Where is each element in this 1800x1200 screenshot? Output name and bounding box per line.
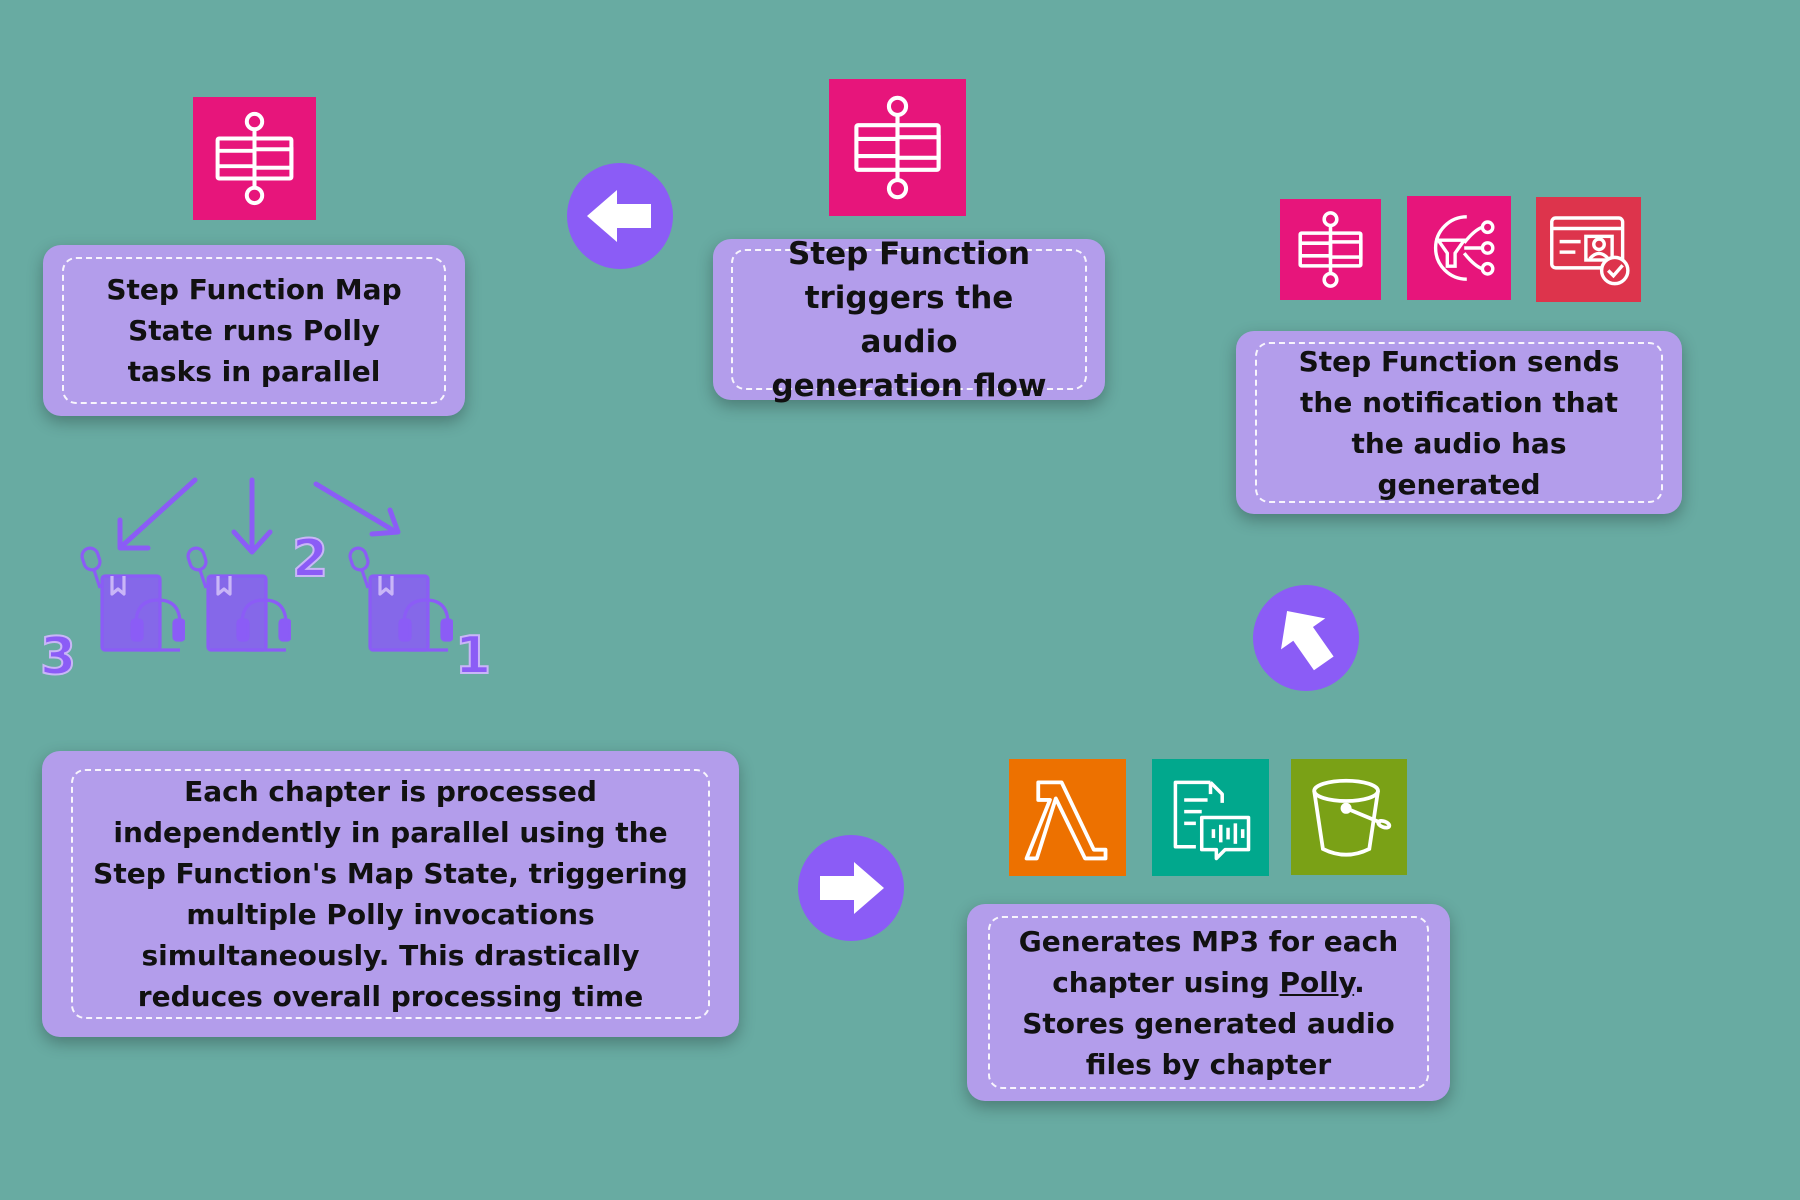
step-functions-icon [193,97,316,220]
generates-box: Generates MP3 for each chapter using Pol… [967,904,1450,1101]
audiobook-icon [186,546,291,652]
number-two: 2 [291,529,329,589]
generates-inner: Generates MP3 for each chapter using Pol… [988,916,1429,1089]
arrow-left-icon [567,163,673,269]
number-one: 1 [454,626,492,686]
map-state-text: Step Function Map State runs Polly tasks… [106,273,402,388]
generates-text: Generates MP3 for each chapter using Pol… [999,921,1419,1085]
number-three: 3 [39,627,77,687]
arrow-up-icon [1253,585,1359,691]
polly-icon [1152,759,1269,876]
polly-link[interactable]: Polly [1279,965,1355,999]
notification-box: Step Function sends the notification tha… [1236,331,1682,514]
triggers-inner: Step Function triggers the audio generat… [731,236,1087,404]
s3-bucket-icon [1291,759,1407,875]
triggers-text: Step Function triggers the audio generat… [771,235,1047,404]
audiobook-icon [348,546,453,652]
map-state-inner: Step Function Map State runs Polly tasks… [62,257,446,404]
parallel-description-box: Each chapter is processed independently … [42,751,739,1037]
notification-text: Step Function sends the notification tha… [1298,344,1620,501]
notification-inner: Step Function sends the notification tha… [1255,342,1663,503]
map-state-box: Step Function Map State runs Polly tasks… [43,245,465,416]
parallel-arrows [117,477,401,555]
audiobook-icon [80,546,185,652]
parallel-description-inner: Each chapter is processed independently … [71,769,710,1019]
lambda-icon [1009,759,1126,876]
generates-text-part2: . Stores generated audio files by chapte… [1022,965,1395,1081]
step-functions-icon [1280,199,1381,300]
arrow-right-icon [798,835,904,941]
audit-manager-icon [1536,197,1641,302]
step-functions-icon [829,79,966,216]
triggers-box: Step Function triggers the audio generat… [713,236,1105,404]
parallel-description-text: Each chapter is processed independently … [93,775,688,1013]
generates-text-part1: Generates MP3 for each chapter using [1018,924,1399,999]
sns-icon [1407,196,1511,300]
